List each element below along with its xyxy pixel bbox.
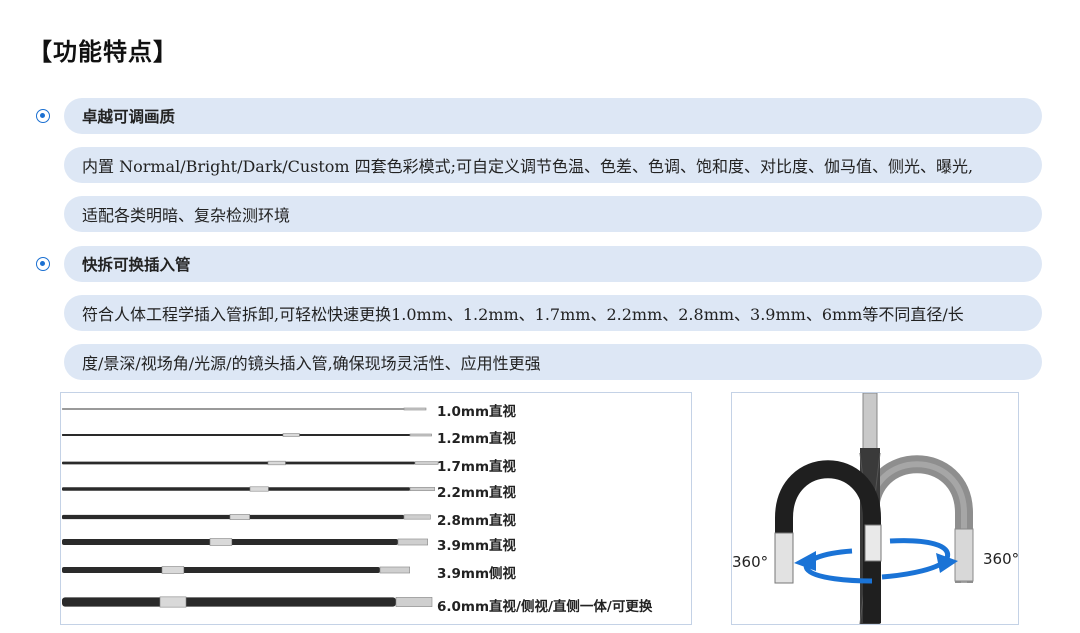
probe-label: 1.2mm直视 [437,431,517,447]
feature-bullet-icon [36,257,50,271]
probe-tube [62,434,410,436]
black-bend-tube [775,460,881,623]
feature-bullet-icon [36,109,50,123]
grey-bend-tube [861,455,973,623]
probe-label: 3.9mm直视 [437,538,517,554]
probe-ferrule [159,596,187,608]
feature-heading: 卓越可调画质 [64,98,1042,134]
probe-lineup-image [60,392,692,625]
articulation-image: 360° 360° [731,392,1019,625]
probe-ferrule [161,566,185,574]
probe-label: 6.0mm直视/侧视/直侧一体/可更换 [437,599,653,615]
rotation-angle-right: 360° [983,550,1020,568]
probe-tip [414,461,439,465]
feature-description-line: 适配各类明暗、复杂检测环境 [64,196,1042,232]
probe-label: 3.9mm侧视 [437,566,517,582]
probe-tip [409,433,432,437]
probe-tip [379,566,411,574]
section-title: 【功能特点】 [28,38,178,66]
probe-label: 1.7mm直视 [437,459,517,475]
probe-label: 2.2mm直视 [437,485,517,501]
probe-ferrule [249,486,269,492]
probe-label: 1.0mm直视 [437,404,517,420]
probe-tip [403,514,431,520]
feature-heading: 快拆可换插入管 [64,246,1042,282]
feature-description-line: 度/景深/视场角/光源/的镜头插入管,确保现场灵活性、应用性更强 [64,344,1042,380]
feature-description-line: 内置 Normal/Bright/Dark/Custom 四套色彩模式;可自定义… [64,147,1042,183]
feature-description-line: 符合人体工程学插入管拆卸,可轻松快速更换1.0mm、1.2mm、1.7mm、2.… [64,295,1042,331]
probe-tip [403,407,427,411]
probe-tube [62,461,415,465]
probe-ferrule [229,514,250,520]
probe-tube [62,597,396,607]
probe-ferrule [267,460,286,466]
probe-tube [62,487,410,491]
probe-tip [397,538,429,546]
probe-tube [62,408,404,410]
probe-label: 2.8mm直视 [437,513,517,529]
rotation-angle-left: 360° [732,553,769,571]
probe-ferrule [282,433,300,437]
probe-tube [62,566,380,574]
rotation-arrow-icon [803,548,873,584]
probe-ferrule [209,538,233,546]
probe-tip [395,597,433,607]
probe-tip [409,486,435,492]
